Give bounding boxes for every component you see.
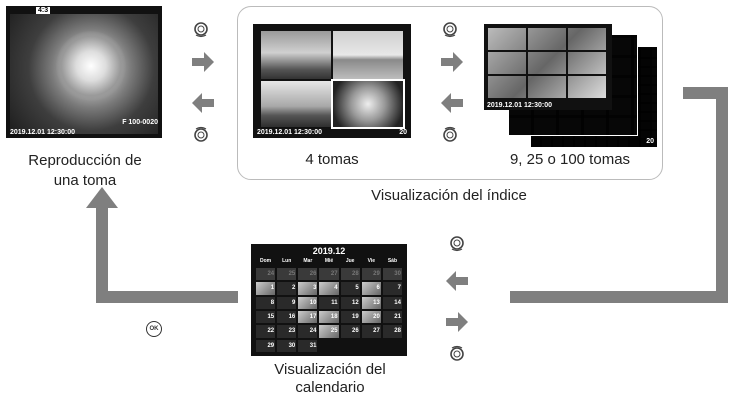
index-many-caption: 9, 25 o 100 tomas xyxy=(509,151,631,168)
single-datetime: 2019.12.01 12:30:00 xyxy=(10,129,75,136)
calendar-day: 8 xyxy=(256,296,276,309)
arrow-left-icon xyxy=(441,93,463,113)
calendar-weekday: Dom xyxy=(260,258,272,264)
arrow-left-icon xyxy=(192,93,214,113)
calendar-day-prev-month: 26 xyxy=(298,268,318,281)
calendar-day: 13 xyxy=(361,296,381,309)
calendar-month: 2019.12 xyxy=(312,246,346,256)
calendar-caption-line1: Visualización del xyxy=(274,361,386,378)
calendar-day: 6 xyxy=(361,282,381,295)
calendar-day: 20 xyxy=(361,311,381,324)
arrow-right-icon xyxy=(446,312,468,332)
calendar-day: 28 xyxy=(382,325,402,338)
calendar-day: 22 xyxy=(256,325,276,338)
calendar-day: 9 xyxy=(277,296,297,309)
dial-icon xyxy=(443,22,457,38)
calendar-day: 11 xyxy=(319,296,339,309)
calendar-caption: Visualización del calendario xyxy=(230,361,430,397)
calendar-caption-line2: calendario xyxy=(295,379,365,396)
dial-icon xyxy=(443,126,457,142)
calendar-day: 18 xyxy=(319,311,339,324)
calendar-day: 31 xyxy=(298,339,318,352)
calendar-weekday: Lun xyxy=(282,258,292,264)
index-group-caption: Visualización del índice xyxy=(371,187,527,204)
calendar-day: 25 xyxy=(319,325,339,338)
single-caption-line2: una toma xyxy=(53,172,117,189)
calendar-day-prev-month: 27 xyxy=(319,268,339,281)
index-4-screen: 2019.12.01 12:30:00 20 xyxy=(253,24,411,138)
calendar-weekday: Jue xyxy=(345,258,355,264)
calendar-day-prev-month: 28 xyxy=(340,268,360,281)
calendar-day: 4 xyxy=(319,282,339,295)
thumb-flower xyxy=(331,79,405,129)
calendar-day: 1 xyxy=(256,282,276,295)
ok-label: OK xyxy=(149,326,159,332)
dial-icon xyxy=(450,236,464,252)
calendar-day: 5 xyxy=(340,282,360,295)
calendar-day-prev-month: 24 xyxy=(256,268,276,281)
calendar-day: 14 xyxy=(382,296,402,309)
index4-caption: 4 tomas xyxy=(305,151,359,168)
arrow-left-icon xyxy=(446,271,468,291)
calendar-day: 26 xyxy=(340,325,360,338)
calendar-day: 16 xyxy=(277,311,297,324)
index9-datetime: 2019.12.01 12:30:00 xyxy=(487,102,552,109)
single-file-info: F 100-0020 xyxy=(122,119,158,126)
calendar-day: 3 xyxy=(298,282,318,295)
calendar-day-prev-month: 29 xyxy=(361,268,381,281)
single-caption: Reproducción de una toma xyxy=(0,151,170,191)
ok-button-icon: OK xyxy=(146,321,162,337)
arrow-right-icon xyxy=(441,52,463,72)
calendar-day: 2 xyxy=(277,282,297,295)
calendar-weekday: Mié xyxy=(324,258,334,264)
calendar-day: 21 xyxy=(382,311,402,324)
index-9-screen: 2019.12.01 12:30:00 xyxy=(484,24,612,110)
calendar-day: 15 xyxy=(256,311,276,324)
index-group-frame xyxy=(237,6,663,180)
calendar-day-prev-month: 25 xyxy=(277,268,297,281)
calendar-weekday: Mar xyxy=(303,258,313,264)
index4-count: 20 xyxy=(399,129,407,136)
thumb-flamingos xyxy=(261,31,331,79)
thumb-pier xyxy=(333,31,403,79)
aspect-badge: 4:3 xyxy=(36,7,51,14)
dial-icon xyxy=(194,22,208,38)
calendar-day: 10 xyxy=(298,296,318,309)
calendar-day: 29 xyxy=(256,339,276,352)
index100-count: 20 xyxy=(646,138,654,145)
calendar-day: 12 xyxy=(340,296,360,309)
thumb-grid-9 xyxy=(488,28,606,98)
calendar-day: 30 xyxy=(277,339,297,352)
calendar-day: 23 xyxy=(277,325,297,338)
calendar-day: 7 xyxy=(382,282,402,295)
calendar-day: 27 xyxy=(361,325,381,338)
calendar-day-prev-month: 30 xyxy=(382,268,402,281)
calendar-day: 24 xyxy=(298,325,318,338)
single-caption-line1: Reproducción de xyxy=(28,152,142,169)
calendar-weekday: Sáb xyxy=(387,258,397,264)
calendar-weekday-row: Dom Lun Mar Mié Jue Vie Sáb xyxy=(255,258,403,266)
thumb-landscape xyxy=(261,81,331,127)
calendar-weekday: Vie xyxy=(367,258,375,264)
dial-icon xyxy=(450,345,464,361)
calendar-day: 17 xyxy=(298,311,318,324)
arrow-right-icon xyxy=(192,52,214,72)
single-frame-screen: 4:3 F 100-0020 2019.12.01 12:30:00 xyxy=(6,6,162,138)
flower-petals xyxy=(56,31,126,101)
dial-icon xyxy=(194,126,208,142)
calendar-day: 19 xyxy=(340,311,360,324)
index4-datetime: 2019.12.01 12:30:00 xyxy=(257,129,322,136)
